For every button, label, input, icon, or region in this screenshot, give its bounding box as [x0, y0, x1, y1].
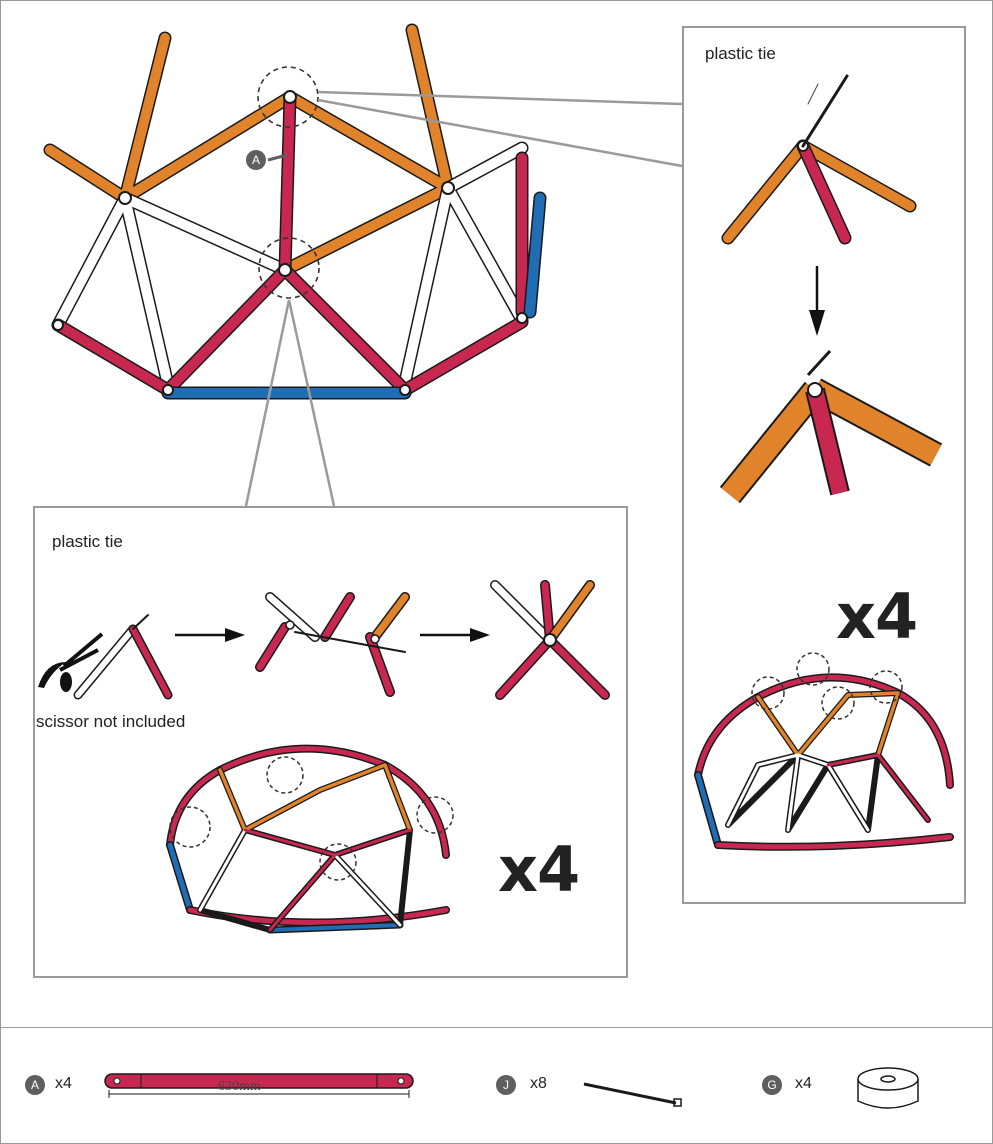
pole-icon [104, 1073, 414, 1098]
part-qty-j: x8 [530, 1075, 547, 1092]
bottom-multiplier: x4 [498, 833, 580, 906]
pole-length-label: 630mm [218, 1079, 261, 1094]
tie-detail-panel-bottom [33, 506, 628, 978]
right-panel-caption: plastic tie [705, 44, 776, 63]
cable-tie-icon [583, 1082, 682, 1107]
bottom-panel-caption: plastic tie [52, 532, 123, 551]
part-qty-g: x4 [795, 1075, 812, 1092]
part-badge-j: J [496, 1075, 516, 1095]
tie-insert-step [721, 74, 917, 245]
scissors-icon [38, 632, 104, 692]
part-a-callout-badge: A [246, 150, 266, 170]
right-arrow-icon [420, 628, 490, 642]
tie-cut-step-2 [255, 592, 410, 697]
parts-divider [0, 1027, 993, 1028]
right-multiplier: x4 [836, 580, 918, 653]
part-badge-a: A [25, 1075, 45, 1095]
scissor-note: scissor not included [36, 712, 186, 731]
dome-overview-right [694, 652, 954, 851]
down-arrow-icon [809, 266, 825, 336]
tie-tightened-step [719, 349, 943, 504]
part-badge-g: G [762, 1075, 782, 1095]
tie-cut-step-1 [73, 614, 173, 700]
right-arrow-icon [175, 628, 245, 642]
main-assembly-diagram [43, 23, 683, 507]
foot-pad-icon [857, 1067, 919, 1109]
part-qty-a: x4 [55, 1075, 72, 1092]
tie-cut-step-3 [490, 580, 610, 700]
dome-overview-bottom [166, 744, 454, 934]
